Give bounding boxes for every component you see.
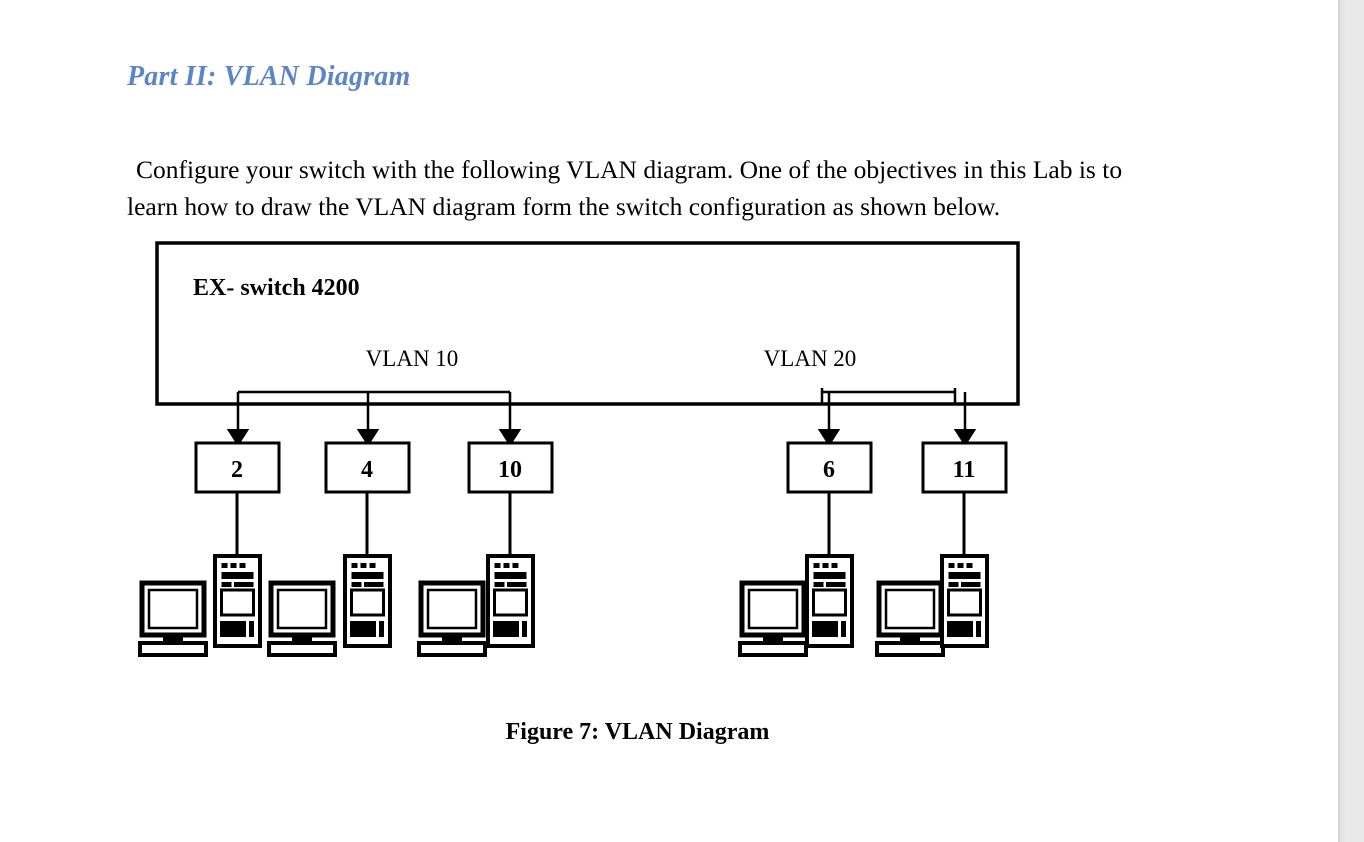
switch-label: EX- switch 4200 <box>193 275 360 301</box>
port-number-label: 2 <box>231 457 243 483</box>
switch-chassis-box <box>155 241 1020 406</box>
vlan-10-label: VLAN 10 <box>366 346 459 371</box>
host-computer-1 <box>140 554 262 655</box>
page-title: Part II: VLAN Diagram <box>127 60 411 92</box>
port-number-label: 6 <box>823 457 835 483</box>
port-number-label: 11 <box>953 457 976 483</box>
port-box-10[interactable]: 10 <box>467 441 554 494</box>
port-box-11[interactable]: 11 <box>921 441 1008 494</box>
port-box-6[interactable]: 6 <box>786 441 873 494</box>
host-computer-4 <box>740 554 854 655</box>
vlan-20-bracket <box>817 388 977 447</box>
vlan-10-bracket <box>226 390 522 447</box>
page-gutter <box>1338 0 1364 842</box>
paragraph-text: Configure your switch with the following… <box>127 154 1123 221</box>
vlan-20-label: VLAN 20 <box>764 346 857 371</box>
port-number-label: 10 <box>498 457 522 483</box>
gutter-sheen <box>1339 0 1347 842</box>
host-computer-3 <box>419 554 535 655</box>
figure-caption: Figure 7: VLAN Diagram <box>505 719 770 745</box>
host-computer-2 <box>269 554 392 655</box>
port-box-4[interactable]: 4 <box>324 441 411 494</box>
port-number-label: 4 <box>361 457 373 483</box>
host-computer-5 <box>877 554 989 655</box>
port-box-2[interactable]: 2 <box>194 441 281 494</box>
body-paragraph: Configure your switch with the following… <box>127 151 1157 225</box>
